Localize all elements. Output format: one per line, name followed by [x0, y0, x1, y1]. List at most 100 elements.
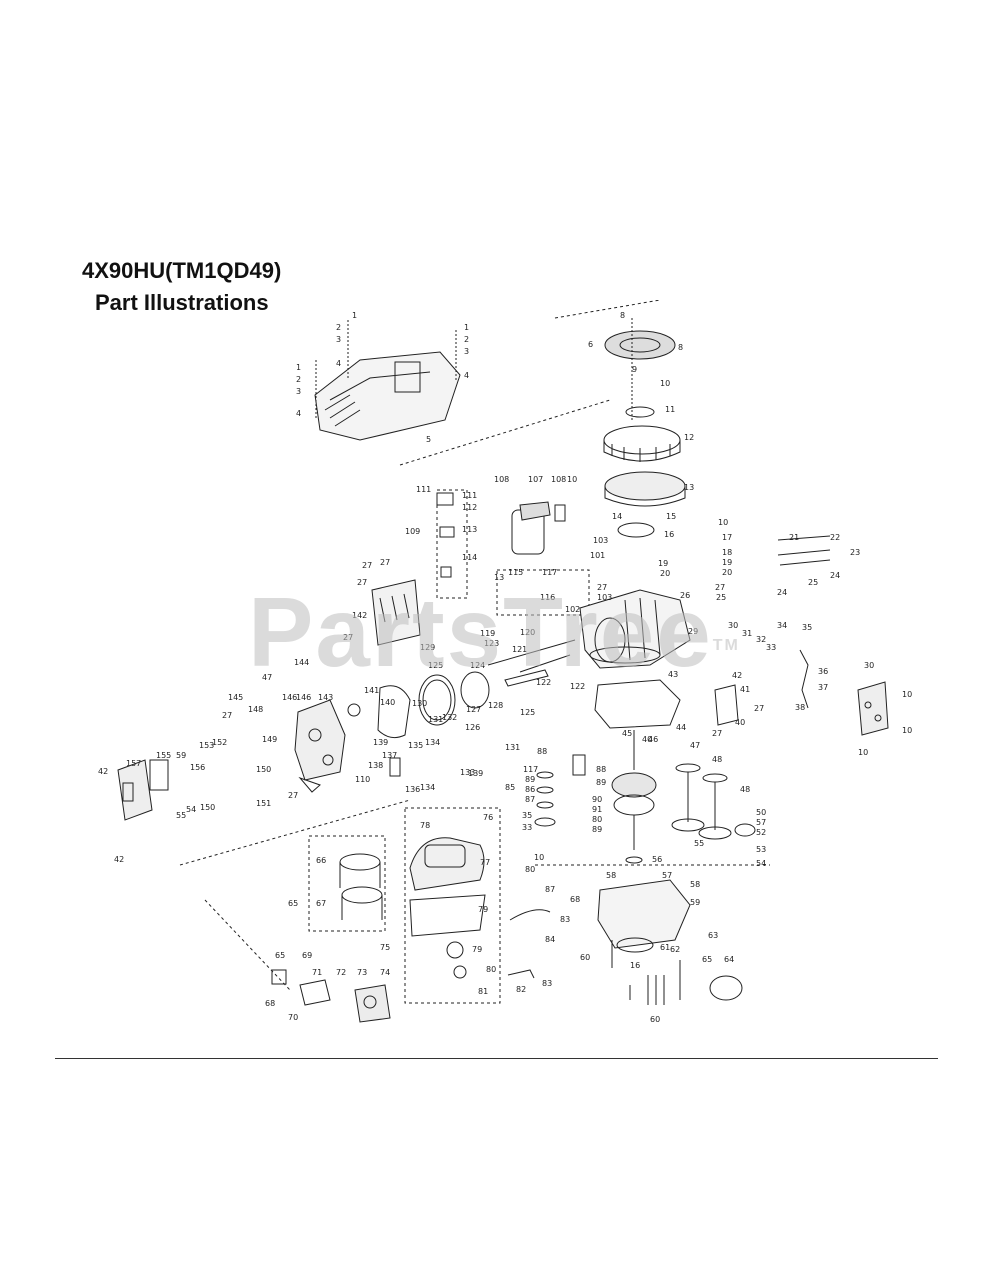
callout-47: 47 [262, 673, 272, 682]
callout-54: 54 [756, 859, 766, 868]
starter-motor-part [511, 501, 551, 555]
callout-24: 24 [777, 588, 787, 597]
callout-27: 27 [712, 729, 722, 738]
callout-42: 42 [114, 855, 124, 864]
throttle-link-part [799, 649, 809, 709]
callout-88: 88 [537, 747, 547, 756]
callout-134: 134 [420, 783, 435, 792]
callout-108: 108 [551, 475, 566, 484]
callout-81: 81 [478, 987, 488, 996]
callout-89: 89 [525, 775, 535, 784]
callout-77: 77 [480, 858, 490, 867]
callout-84: 84 [545, 935, 555, 944]
callout-103: 103 [593, 536, 608, 545]
callout-57: 57 [662, 871, 672, 880]
callout-27: 27 [597, 583, 607, 592]
blower-housing-part [314, 351, 461, 441]
callout-149: 149 [262, 735, 277, 744]
bolt-part [777, 549, 831, 556]
callout-75: 75 [380, 943, 390, 952]
callout-79: 79 [472, 945, 482, 954]
callout-122: 122 [536, 678, 551, 687]
callout-115: 115 [508, 568, 523, 577]
callout-63: 63 [708, 931, 718, 940]
callout-132: 132 [442, 713, 457, 722]
callout-13: 13 [494, 573, 504, 582]
callout-25: 25 [716, 593, 726, 602]
carburetor-part [354, 984, 391, 1023]
callout-43: 43 [668, 670, 678, 679]
bolt-part [779, 559, 831, 566]
callout-142: 142 [352, 611, 367, 620]
callout-labels: 1 2 3 4 1 2 3 4 1 2 3 4 5 8 6 8 9 10 11 … [98, 311, 912, 1024]
callout-30: 30 [864, 661, 874, 670]
callout-1: 1 [464, 323, 469, 332]
callout-35: 35 [802, 623, 812, 632]
callout-103: 103 [597, 593, 612, 602]
callout-8: 8 [620, 311, 625, 320]
callout-48: 48 [712, 755, 722, 764]
separator-line [554, 300, 661, 319]
callout-9: 9 [632, 365, 637, 374]
callout-66: 66 [316, 856, 326, 865]
gasket-part [589, 646, 661, 664]
callout-18: 18 [722, 548, 732, 557]
callout-108: 108 [494, 475, 509, 484]
callout-80: 80 [486, 965, 496, 974]
connecting-rod-part [504, 669, 549, 687]
callout-16: 16 [664, 530, 674, 539]
callout-1: 1 [296, 363, 301, 372]
callout-15: 15 [666, 512, 676, 521]
separator-line [179, 799, 411, 866]
callout-85: 85 [505, 783, 515, 792]
callout-130: 130 [412, 699, 427, 708]
diagram-title: 4X90HU(TM1QD49) [82, 258, 282, 283]
callout-13: 13 [684, 483, 694, 492]
pushrod-part [487, 639, 576, 666]
callout-151: 151 [256, 799, 271, 808]
callout-10: 10 [567, 475, 577, 484]
callout-55: 55 [176, 811, 186, 820]
callout-56: 56 [652, 855, 662, 864]
exploded-parts-diagram: 1 2 3 4 1 2 3 4 1 2 3 4 5 8 6 8 9 10 11 … [98, 300, 912, 1024]
callout-71: 71 [312, 968, 322, 977]
callout-40: 40 [642, 735, 652, 744]
callout-122: 122 [570, 682, 585, 691]
callout-136: 136 [405, 785, 420, 794]
callout-143: 143 [318, 693, 333, 702]
crankshaft-part [611, 730, 657, 850]
callout-5: 5 [426, 435, 431, 444]
callout-111: 111 [462, 491, 477, 500]
callout-111: 111 [416, 485, 431, 494]
callout-34: 34 [777, 621, 787, 630]
callout-83: 83 [542, 979, 552, 988]
callout-10: 10 [902, 726, 912, 735]
callout-38: 38 [795, 703, 805, 712]
base-gasket-part [594, 679, 681, 729]
callout-2: 2 [296, 375, 301, 384]
callout-48: 48 [740, 785, 750, 794]
callout-60: 60 [650, 1015, 660, 1024]
air-cleaner-base-part [409, 894, 486, 937]
callout-24: 24 [830, 571, 840, 580]
callout-58: 58 [606, 871, 616, 880]
control-plate-part [857, 681, 889, 736]
callout-19: 19 [722, 558, 732, 567]
callout-121: 121 [512, 645, 527, 654]
valve-part [389, 757, 401, 777]
callout-65: 65 [275, 951, 285, 960]
callout-87: 87 [545, 885, 555, 894]
diagram-subtitle: Part Illustrations [95, 290, 269, 315]
callout-156: 156 [190, 763, 205, 772]
callout-44: 44 [676, 723, 686, 732]
callout-107: 107 [528, 475, 543, 484]
callout-153: 153 [199, 741, 214, 750]
callout-88: 88 [596, 765, 606, 774]
callout-125: 125 [428, 661, 443, 670]
callout-123: 123 [484, 639, 499, 648]
callout-10: 10 [534, 853, 544, 862]
callout-32: 32 [756, 635, 766, 644]
callout-19: 19 [658, 559, 668, 568]
callout-54: 54 [186, 805, 196, 814]
callout-91: 91 [592, 805, 602, 814]
